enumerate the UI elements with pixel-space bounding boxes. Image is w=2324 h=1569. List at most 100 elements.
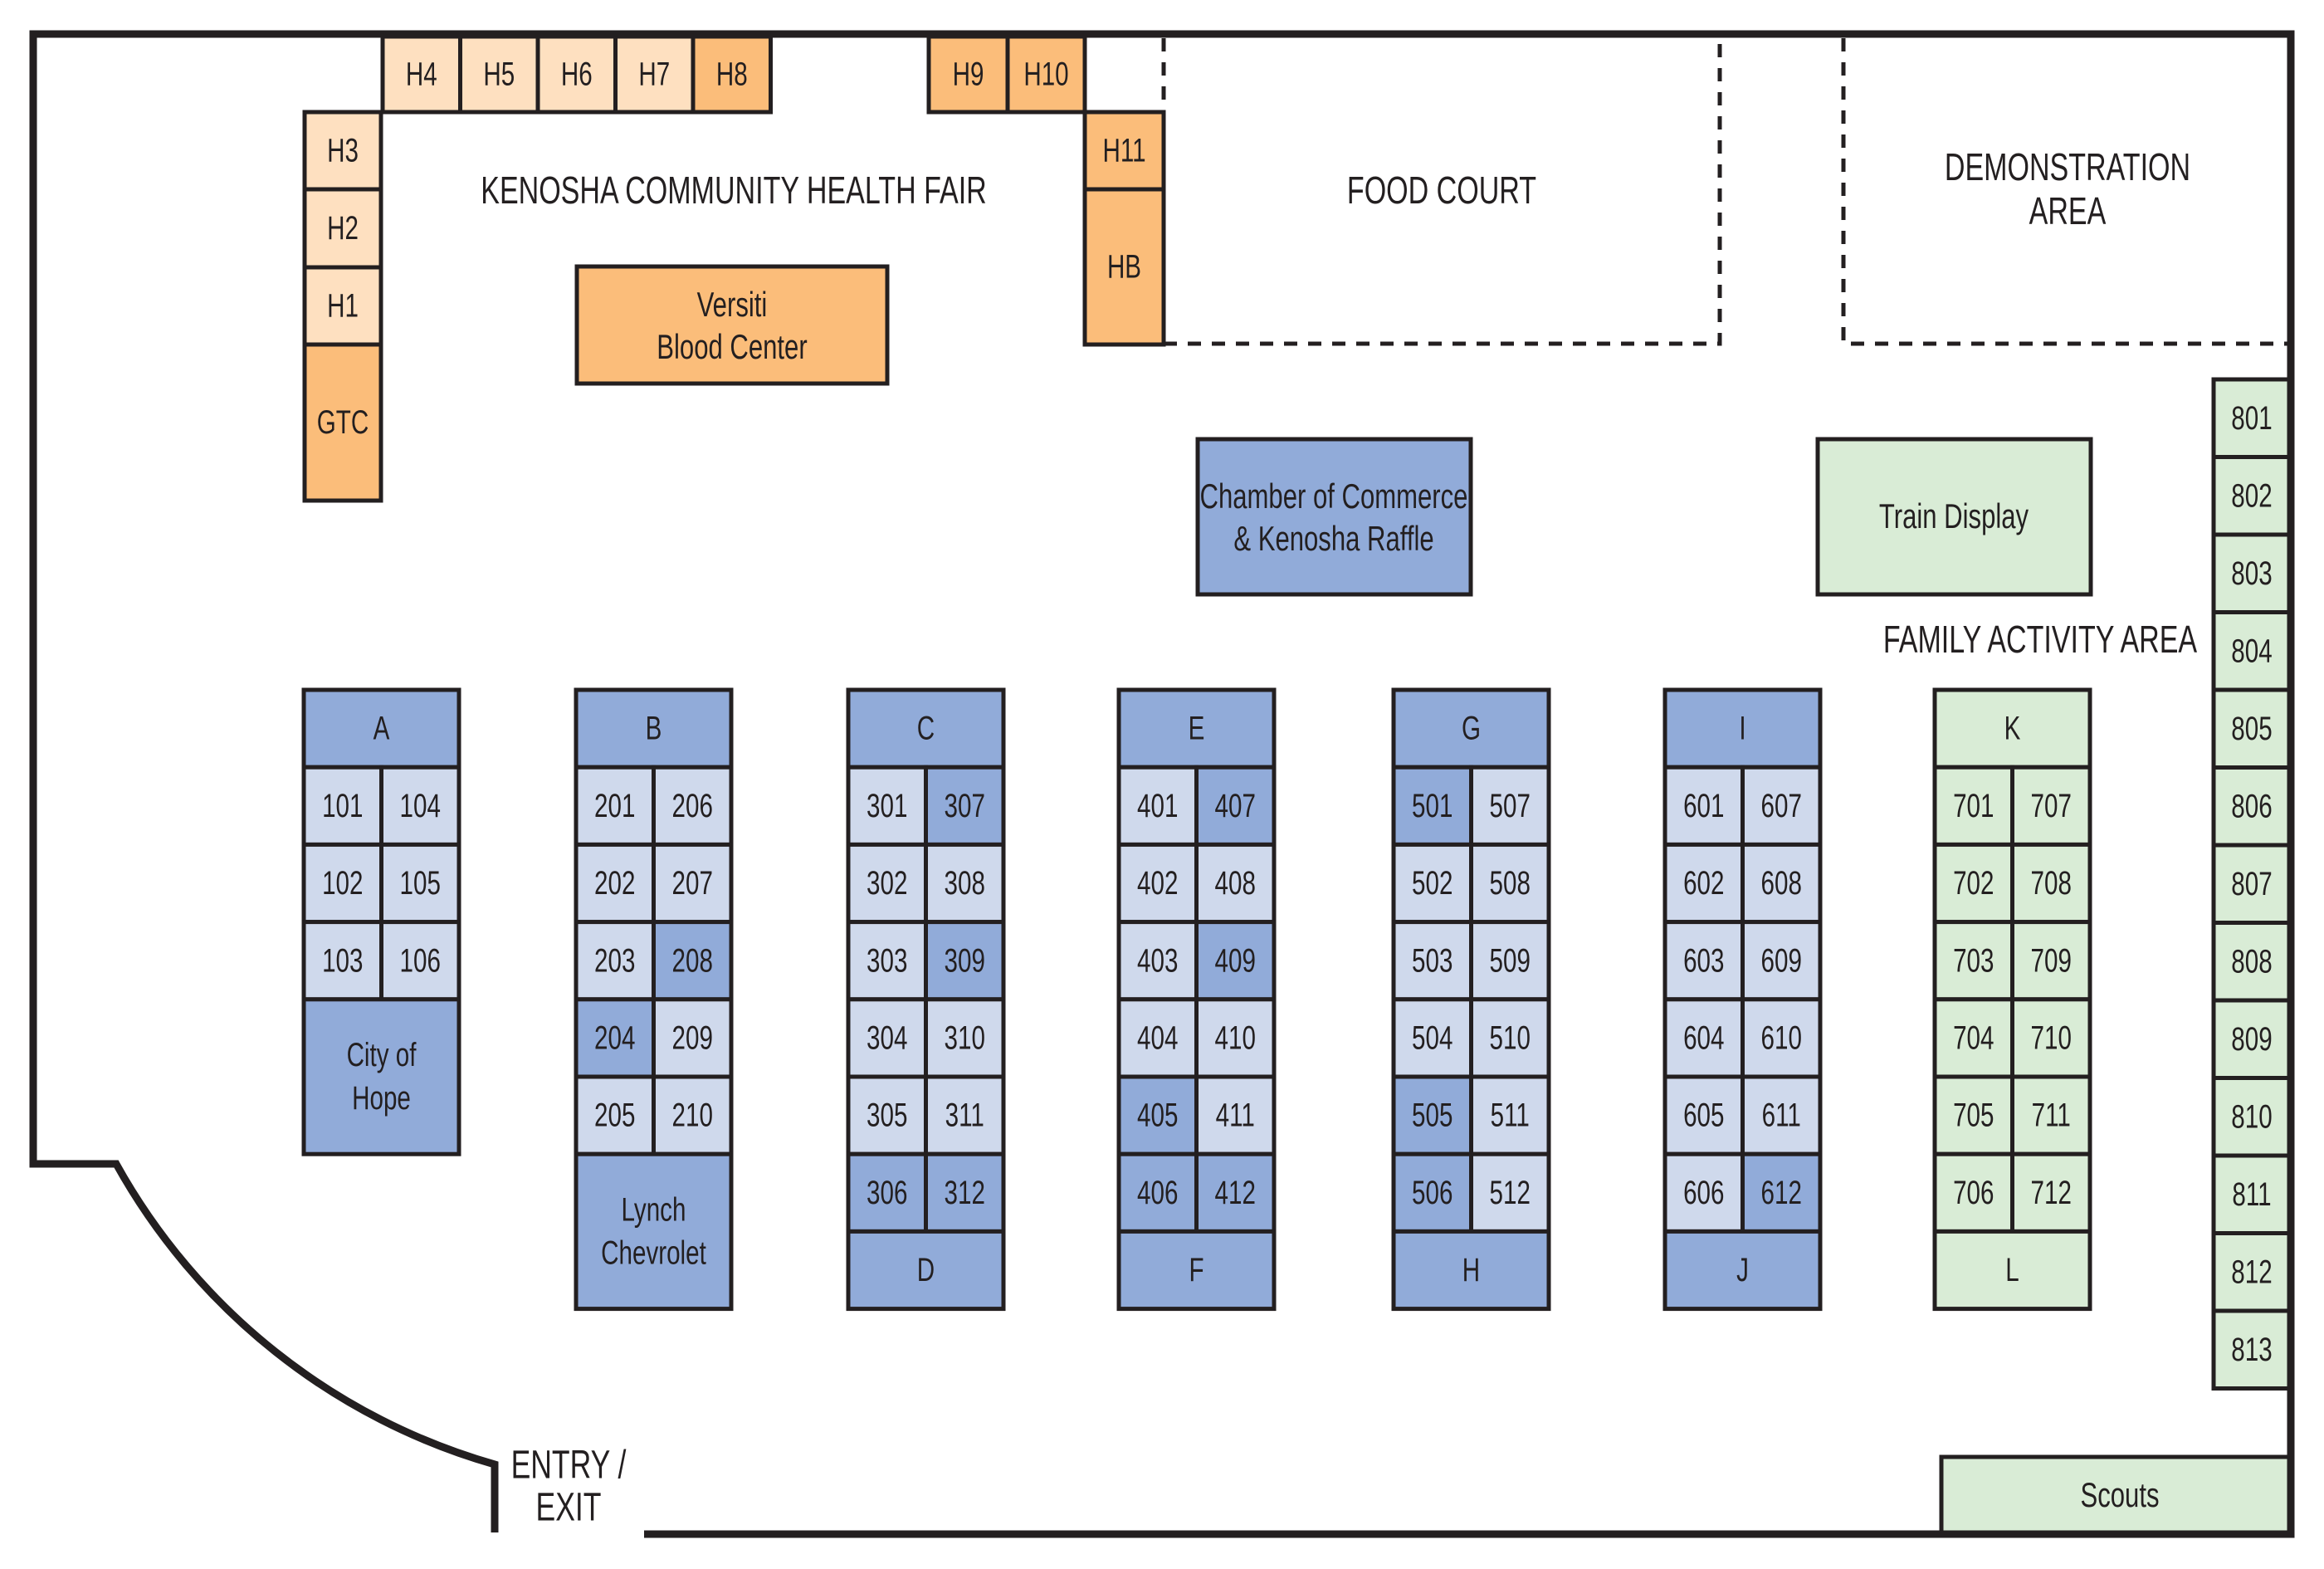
booth-804[interactable]: 804: [2211, 610, 2292, 692]
booth-h8[interactable]: H8: [691, 34, 773, 115]
booth-box[interactable]: [1391, 1151, 1473, 1234]
booth-802[interactable]: 802: [2211, 455, 2292, 537]
booth-box[interactable]: [1082, 187, 1166, 347]
aisle-footer-h[interactable]: H: [1391, 1229, 1551, 1312]
booth-512[interactable]: 512: [1469, 1151, 1551, 1234]
booth-202[interactable]: 202: [574, 842, 656, 925]
booth-h7[interactable]: H7: [613, 34, 696, 115]
booth-610[interactable]: 610: [1741, 997, 1823, 1079]
booth-box[interactable]: [1469, 842, 1551, 925]
booth-box[interactable]: [846, 1229, 1006, 1312]
booth-box[interactable]: [2211, 921, 2292, 1003]
booth-801[interactable]: 801: [2211, 377, 2292, 459]
booth-807[interactable]: 807: [2211, 843, 2292, 925]
booth-box[interactable]: [1116, 1229, 1277, 1312]
booth-506[interactable]: 506: [1391, 1151, 1473, 1234]
booth-box[interactable]: [1194, 997, 1277, 1079]
booth-207[interactable]: 207: [652, 842, 734, 925]
booth-h4[interactable]: H4: [380, 34, 462, 115]
booth-507[interactable]: 507: [1469, 765, 1551, 847]
booth-311[interactable]: 311: [924, 1074, 1006, 1156]
booth-box[interactable]: [379, 842, 461, 925]
booth-box[interactable]: [1391, 765, 1473, 847]
booth-502[interactable]: 502: [1391, 842, 1473, 925]
booth-301[interactable]: 301: [846, 765, 928, 847]
booth-605[interactable]: 605: [1662, 1074, 1745, 1156]
booth-box[interactable]: [2211, 687, 2292, 770]
booth-702[interactable]: 702: [1932, 842, 2014, 925]
booth-701[interactable]: 701: [1932, 765, 2014, 847]
booth-box[interactable]: [924, 997, 1006, 1079]
booth-406[interactable]: 406: [1116, 1151, 1199, 1234]
booth-810[interactable]: 810: [2211, 1076, 2292, 1158]
booth-box[interactable]: [1469, 765, 1551, 847]
booth-101[interactable]: 101: [301, 765, 383, 847]
booth-805[interactable]: 805: [2211, 687, 2292, 770]
booth-box[interactable]: [574, 264, 890, 386]
booth-710[interactable]: 710: [2010, 997, 2092, 1079]
booth-box[interactable]: [1932, 1229, 2092, 1312]
booth-105[interactable]: 105: [379, 842, 461, 925]
booth-box[interactable]: [924, 842, 1006, 925]
booth-705[interactable]: 705: [1932, 1074, 2014, 1156]
booth-509[interactable]: 509: [1469, 920, 1551, 1002]
booth-811[interactable]: 811: [2211, 1153, 2292, 1235]
aisle-header-k[interactable]: K: [1932, 687, 2092, 770]
booth-812[interactable]: 812: [2211, 1231, 2292, 1313]
booth-310[interactable]: 310: [924, 997, 1006, 1079]
booth-806[interactable]: 806: [2211, 765, 2292, 848]
booth-h2[interactable]: H2: [302, 187, 383, 270]
booth-box[interactable]: [1194, 842, 1277, 925]
booth-box[interactable]: [1932, 765, 2014, 847]
aisle-footer-j[interactable]: J: [1662, 1229, 1823, 1312]
booth-106[interactable]: 106: [379, 920, 461, 1002]
booth-603[interactable]: 603: [1662, 920, 1745, 1002]
booth-train-display[interactable]: Train Display: [1815, 437, 2093, 597]
booth-box[interactable]: [574, 1151, 734, 1312]
aisle-footer-d[interactable]: D: [846, 1229, 1006, 1312]
booth-box[interactable]: [1082, 110, 1166, 192]
booth-chamber-of-commerce[interactable]: Chamber of Commerce& Kenosha Raffle: [1195, 437, 1473, 597]
booth-box[interactable]: [846, 997, 928, 1079]
booth-box[interactable]: [1932, 687, 2092, 770]
booth-103[interactable]: 103: [301, 920, 383, 1002]
booth-510[interactable]: 510: [1469, 997, 1551, 1079]
booth-409[interactable]: 409: [1194, 920, 1277, 1002]
booth-404[interactable]: 404: [1116, 997, 1199, 1079]
booth-box[interactable]: [574, 842, 656, 925]
booth-703[interactable]: 703: [1932, 920, 2014, 1002]
booth-206[interactable]: 206: [652, 765, 734, 847]
booth-box[interactable]: [652, 1074, 734, 1156]
booth-403[interactable]: 403: [1116, 920, 1199, 1002]
booth-203[interactable]: 203: [574, 920, 656, 1002]
booth-box[interactable]: [1391, 920, 1473, 1002]
booth-box[interactable]: [1939, 1454, 2292, 1536]
booth-box[interactable]: [846, 687, 1006, 770]
booth-704[interactable]: 704: [1932, 997, 2014, 1079]
booth-210[interactable]: 210: [652, 1074, 734, 1156]
booth-411[interactable]: 411: [1194, 1074, 1277, 1156]
booth-604[interactable]: 604: [1662, 997, 1745, 1079]
booth-box[interactable]: [1391, 997, 1473, 1079]
booth-h6[interactable]: H6: [535, 34, 618, 115]
booth-box[interactable]: [2010, 765, 2092, 847]
booth-box[interactable]: [1194, 1151, 1277, 1234]
booth-706[interactable]: 706: [1932, 1151, 2014, 1234]
booth-hb[interactable]: HB: [1082, 187, 1166, 347]
booth-302[interactable]: 302: [846, 842, 928, 925]
booth-309[interactable]: 309: [924, 920, 1006, 1002]
booth-box[interactable]: [380, 34, 462, 115]
booth-401[interactable]: 401: [1116, 765, 1199, 847]
booth-504[interactable]: 504: [1391, 997, 1473, 1079]
aisle-header-i[interactable]: I: [1662, 687, 1823, 770]
booth-h9[interactable]: H9: [926, 34, 1010, 115]
booth-box[interactable]: [652, 765, 734, 847]
booth-box[interactable]: [1815, 437, 2093, 597]
booth-box[interactable]: [691, 34, 773, 115]
booth-box[interactable]: [1195, 437, 1473, 597]
booth-412[interactable]: 412: [1194, 1151, 1277, 1234]
booth-box[interactable]: [1194, 765, 1277, 847]
aisle-header-a[interactable]: A: [301, 687, 461, 770]
